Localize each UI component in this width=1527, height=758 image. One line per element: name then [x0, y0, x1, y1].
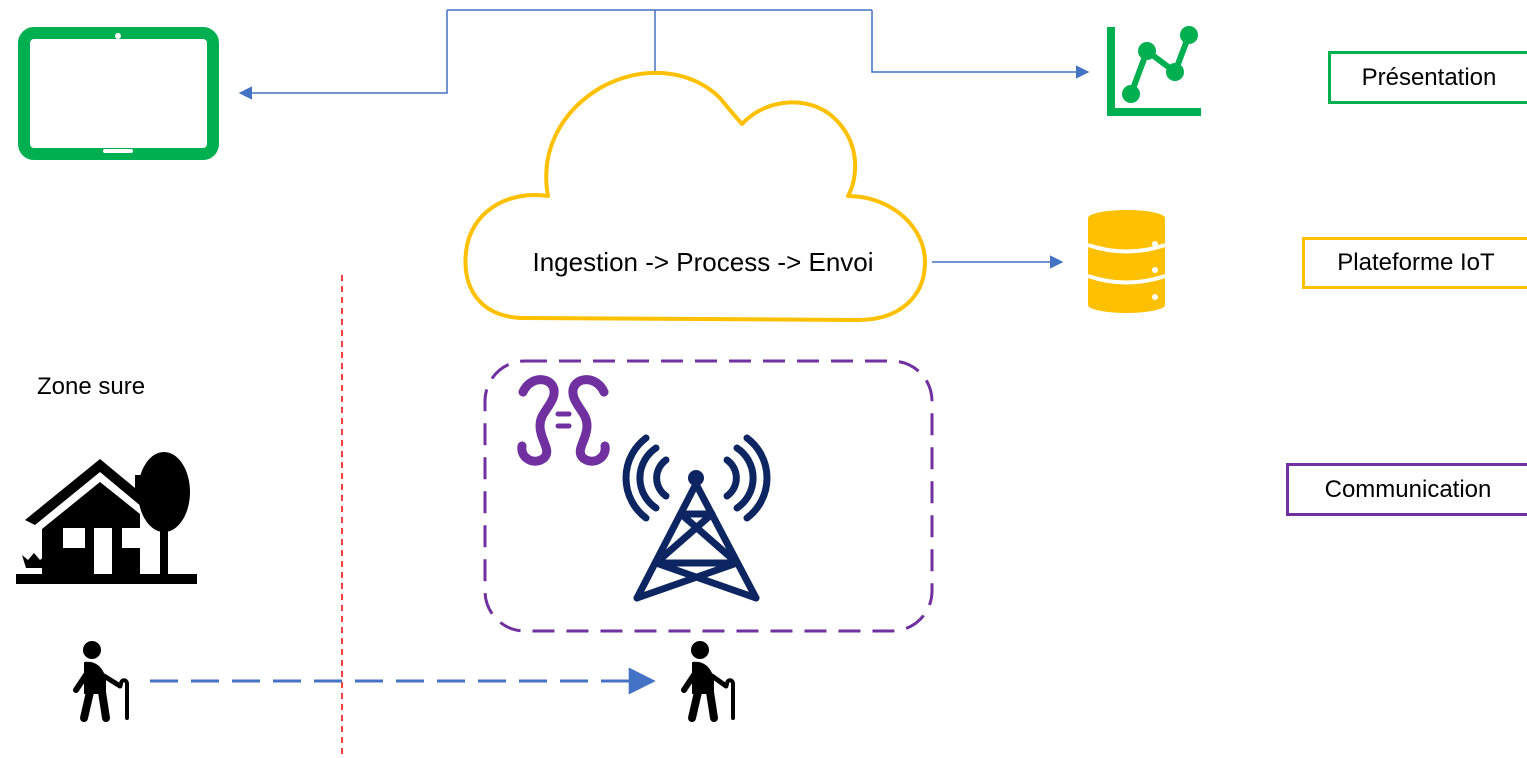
arrow-to-chart [871, 10, 1090, 79]
legend-presentation: Présentation [1328, 51, 1527, 104]
cloud-label: Ingestion -> Process -> Envoi [532, 247, 873, 277]
legend-platform-iot: Plateforme IoT [1302, 237, 1527, 289]
house-icon [16, 452, 197, 584]
line-chart-icon [1107, 26, 1201, 116]
safe-zone-label: Zone sure [37, 373, 146, 400]
cell-tower-antenna [688, 470, 704, 486]
tablet-icon [18, 27, 219, 160]
arrow-to-tablet [238, 10, 448, 100]
communication-area [483, 359, 934, 633]
elderly-person-icon-outside [681, 641, 735, 722]
database-icon [1087, 210, 1166, 313]
cell-tower-icon [622, 434, 771, 602]
cloud-output-connectors [238, 9, 1090, 269]
legend-communication: Communication [1286, 463, 1527, 516]
elderly-person-icon [73, 641, 129, 722]
cloud-shape [463, 70, 927, 322]
network-protocol-logo-icon [517, 375, 610, 466]
